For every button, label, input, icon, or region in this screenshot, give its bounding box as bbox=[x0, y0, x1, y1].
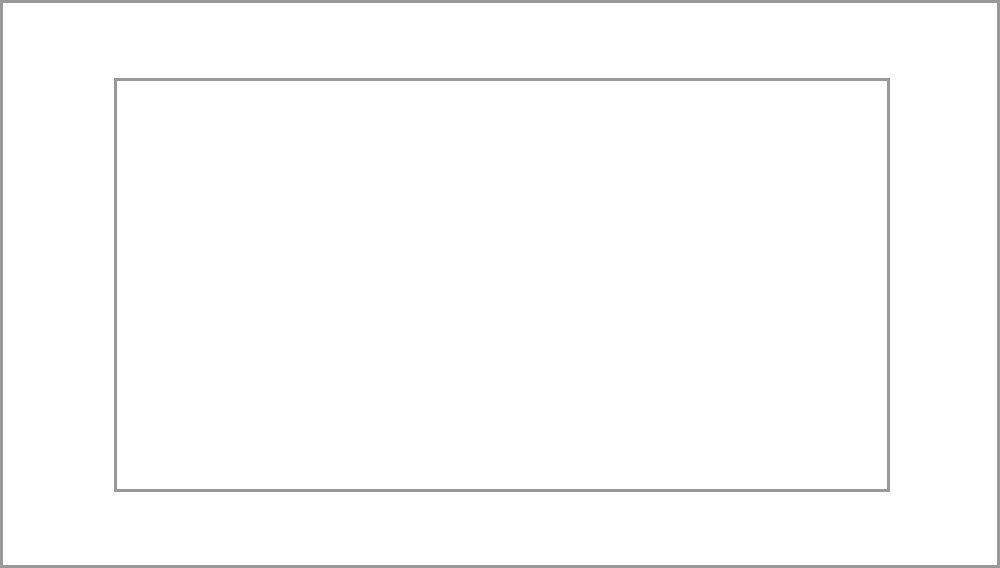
inner-frame bbox=[114, 78, 890, 492]
